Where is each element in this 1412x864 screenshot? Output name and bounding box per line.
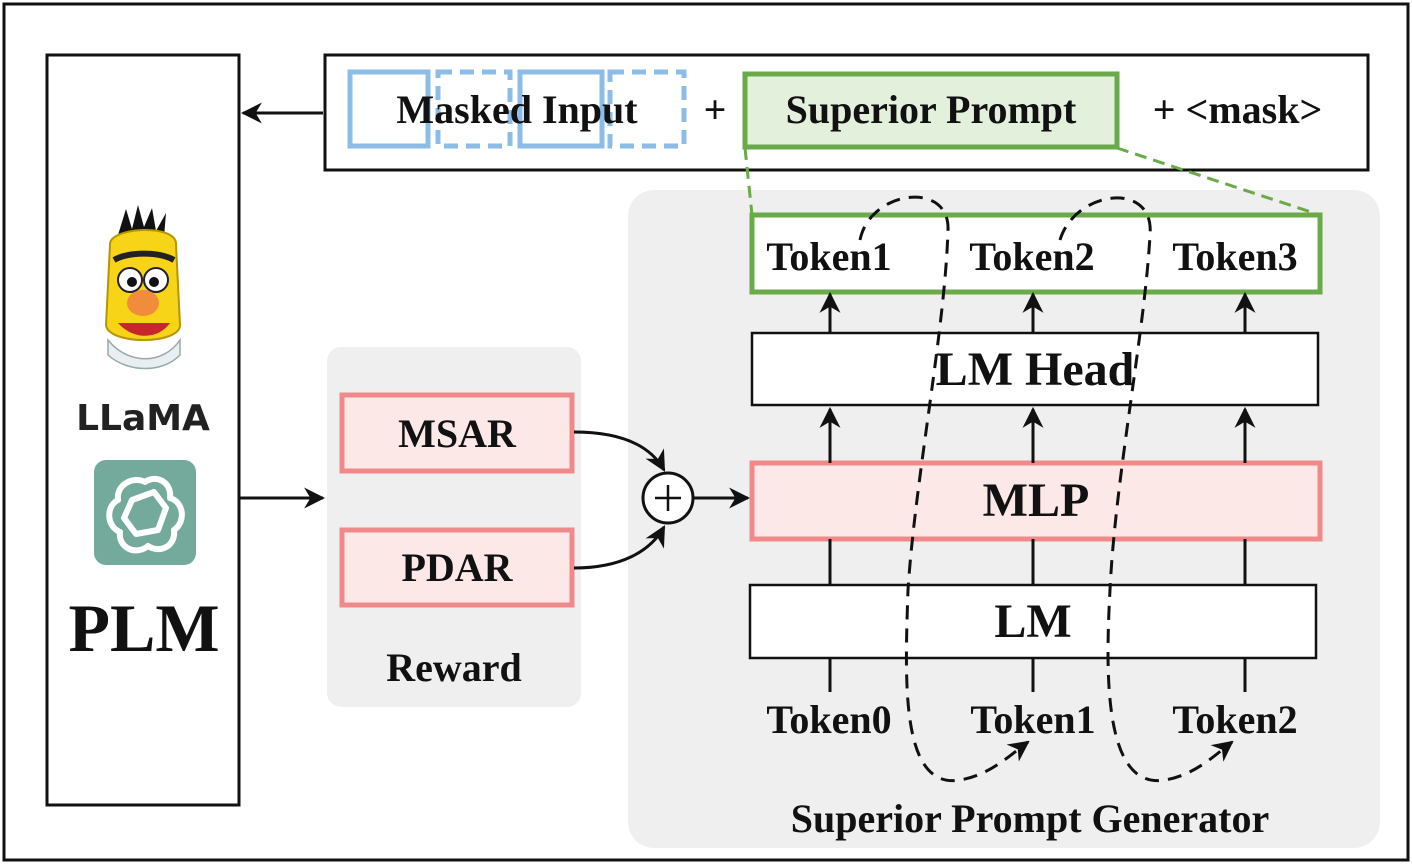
mlp-label: MLP xyxy=(982,473,1090,527)
plus-label-1: + xyxy=(703,86,727,132)
msar-label: MSAR xyxy=(398,410,516,456)
masked-segment-2 xyxy=(435,69,513,149)
lm-head-box xyxy=(750,331,1320,407)
loop-token2-to-token2 xyxy=(1058,196,1234,783)
masked-segment-3 xyxy=(517,69,605,149)
arrow-msar-to-plus xyxy=(573,430,666,472)
lm-box xyxy=(748,583,1318,660)
msar-box xyxy=(339,392,575,474)
output-token-box xyxy=(749,212,1323,295)
masked-input-label: Masked Input xyxy=(396,86,638,132)
zoom-line-left xyxy=(743,147,754,216)
in-token-1: Token1 xyxy=(970,696,1096,742)
pdar-box xyxy=(339,527,575,608)
plm-title: PLM xyxy=(68,589,220,666)
superior-prompt-box xyxy=(742,71,1120,150)
zoom-line-right xyxy=(1116,146,1321,217)
loop-token1-to-token1 xyxy=(858,195,1030,783)
llama-label: LLaMA xyxy=(76,397,210,439)
lm-label: LM xyxy=(994,594,1072,648)
pdar-label: PDAR xyxy=(401,544,513,590)
reward-title: Reward xyxy=(386,644,522,690)
in-token-2: Token2 xyxy=(1172,696,1298,742)
in-token-0: Token0 xyxy=(766,696,892,742)
mlp-box xyxy=(749,460,1323,542)
out-token-1: Token1 xyxy=(766,233,892,279)
bert-mascot-image xyxy=(104,205,182,370)
superior-prompt-label: Superior Prompt xyxy=(785,86,1077,132)
masked-segment-1 xyxy=(347,69,431,149)
openai-logo-icon xyxy=(94,460,196,565)
out-token-2: Token2 xyxy=(969,233,1095,279)
generator-title: Superior Prompt Generator xyxy=(790,795,1270,841)
arrow-pdar-to-plus xyxy=(573,525,666,570)
plus-mask-label: + <mask> xyxy=(1152,86,1323,132)
plm-box xyxy=(45,53,241,807)
lm-head-label: LM Head xyxy=(935,342,1135,396)
hair-icon xyxy=(118,205,166,237)
out-token-3: Token3 xyxy=(1172,233,1298,279)
masked-segment-4 xyxy=(607,69,687,149)
